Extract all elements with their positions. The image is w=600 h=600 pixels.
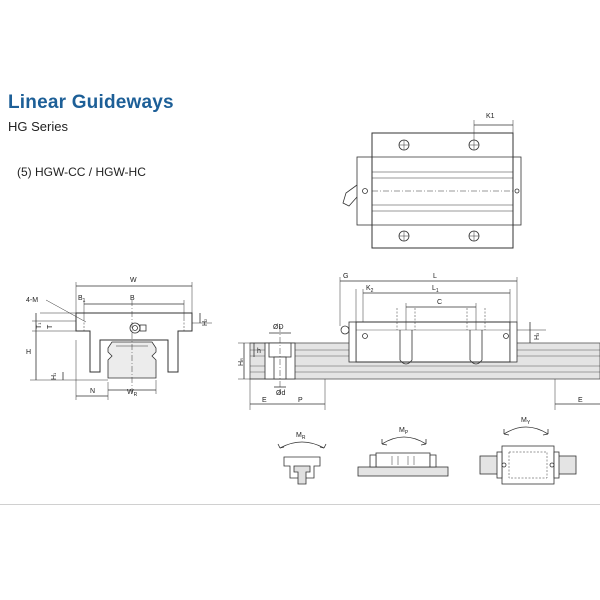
dim-w: W [130, 277, 137, 284]
label-mr: MR [296, 432, 306, 441]
dim-l1: L1 [432, 285, 439, 294]
dim-e-right: E [578, 397, 583, 404]
dim-h-small: h [257, 348, 261, 355]
side-view [238, 277, 600, 410]
label-my: MY [521, 417, 531, 426]
dim-h3: H3 [534, 332, 541, 340]
label-mp: MP [399, 427, 409, 436]
series-subtitle: HG Series [8, 119, 68, 134]
dim-4m: 4-M [26, 297, 38, 304]
page-title: Linear Guideways [8, 92, 174, 113]
dim-g: G [343, 273, 348, 280]
dim-n: N [90, 388, 95, 395]
dim-t1: T1 [36, 322, 43, 329]
dim-od-large: ØD [273, 324, 284, 331]
model-heading: (5) HGW-CC / HGW-HC [17, 165, 146, 179]
moment-my-figure [479, 426, 577, 485]
dim-l: L [433, 273, 437, 280]
footer-divider [0, 504, 600, 505]
dim-e-left: E [262, 397, 267, 404]
moment-mp-figure [357, 436, 449, 477]
moment-mr-figure [277, 441, 327, 485]
dim-t: T [47, 324, 54, 329]
dim-wr: WR [127, 389, 138, 398]
dim-b: B [130, 295, 135, 302]
dim-b1: B1 [78, 295, 86, 304]
dim-k1: K1 [486, 113, 495, 120]
dim-k2: K2 [366, 285, 374, 294]
dim-h: H [26, 349, 31, 356]
dim-hr: HR [238, 358, 245, 366]
top-view [342, 120, 522, 249]
dim-h1: H1 [51, 372, 58, 380]
dim-p: P [298, 397, 303, 404]
dim-c: C [437, 299, 442, 306]
dim-h2: H2 [202, 318, 209, 326]
dim-od-small: Ød [276, 390, 285, 397]
front-view [30, 282, 212, 400]
